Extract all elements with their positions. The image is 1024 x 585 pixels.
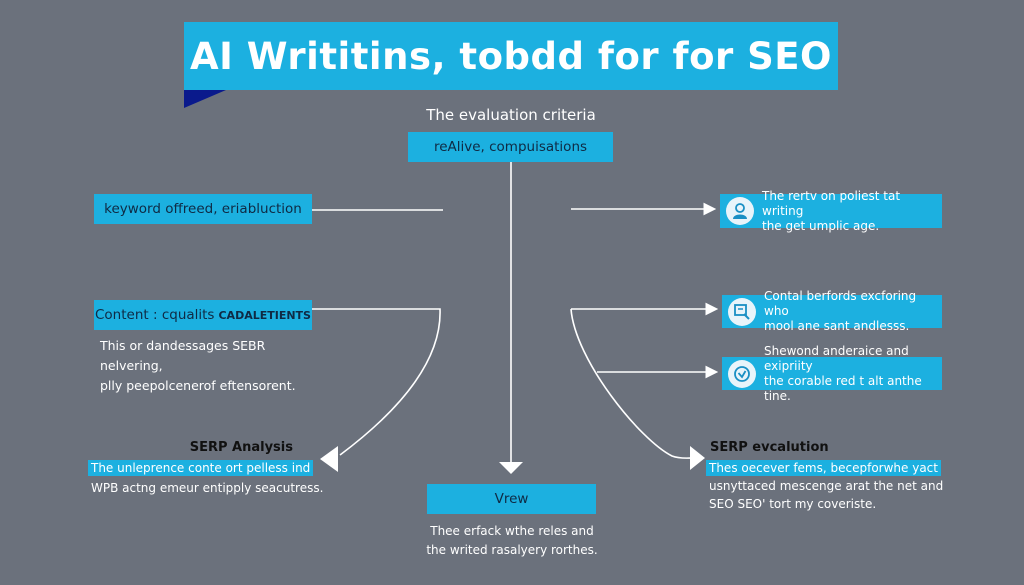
serp-evaluation-label: SERP evcalution <box>710 440 829 455</box>
left-box-content-bold: CADALETIENTS <box>218 308 311 322</box>
arrowhead-left-serp <box>320 446 338 472</box>
desc-line: WPB actng emeur entipply seacutress. <box>91 481 324 495</box>
banner-corner-triangle <box>184 90 226 108</box>
top-criteria-box: reAlive, compuisations <box>408 132 613 162</box>
item-line: mool ane sant andlesss. <box>764 319 910 333</box>
desc-line: This or dandessages SEBR nelvering, <box>100 338 266 373</box>
desc-line: SEO SEO' tort my coveriste. <box>709 497 877 511</box>
desc-line: Thes oecever fems, becepforwhe yact <box>706 460 941 476</box>
desc-line: the writed rasalyery rorthes. <box>426 543 598 557</box>
center-desc: Thee erfack wthe reles and the writed ra… <box>400 522 624 560</box>
user-icon <box>726 197 754 225</box>
desc-line: usnyttaced mescenge arat the net and <box>709 479 944 493</box>
item-line: Shewond anderaice and exipriity <box>764 343 909 373</box>
serp-analysis-desc: The unleprence conte ort pelless ind WPB… <box>88 458 328 498</box>
arrowhead-right-serp <box>690 446 705 470</box>
serp-evaluation-desc: Thes oecever fems, becepforwhe yact usny… <box>706 459 946 513</box>
left-box-keyword: keyword offreed, eriabluction <box>94 194 312 224</box>
subtitle: The evaluation criteria <box>426 106 596 124</box>
page-title: AI Writitins, tobdd for for SEO <box>184 22 838 90</box>
arrowhead-center <box>499 462 523 474</box>
desc-line: Thee erfack wthe reles and <box>430 524 594 538</box>
left-box-content: Content : cqualits CADALETIENTS <box>94 300 312 330</box>
item-line: the corable red t alt anthe tine. <box>764 373 922 403</box>
desc-line: plly peepolcenerof eftensorent. <box>100 378 296 393</box>
desc-line: The unleprence conte ort pelless ind <box>88 460 314 476</box>
left-box-content-label: Content : cqualits <box>95 307 215 323</box>
document-search-icon <box>728 297 756 326</box>
shield-check-icon <box>728 359 756 388</box>
item-line: Contal berfords excforing who <box>764 289 917 318</box>
center-box-vrew: Vrew <box>427 484 596 514</box>
item-line: The rertv on poliest tat writing <box>762 188 901 218</box>
serp-analysis-label: SERP Analysis <box>189 440 293 455</box>
connector-left-2 <box>312 308 441 456</box>
left-content-desc: This or dandessages SEBR nelvering, plly… <box>100 336 330 396</box>
item-line: the get umplic age. <box>762 218 880 233</box>
connector-right-serp <box>570 308 693 459</box>
